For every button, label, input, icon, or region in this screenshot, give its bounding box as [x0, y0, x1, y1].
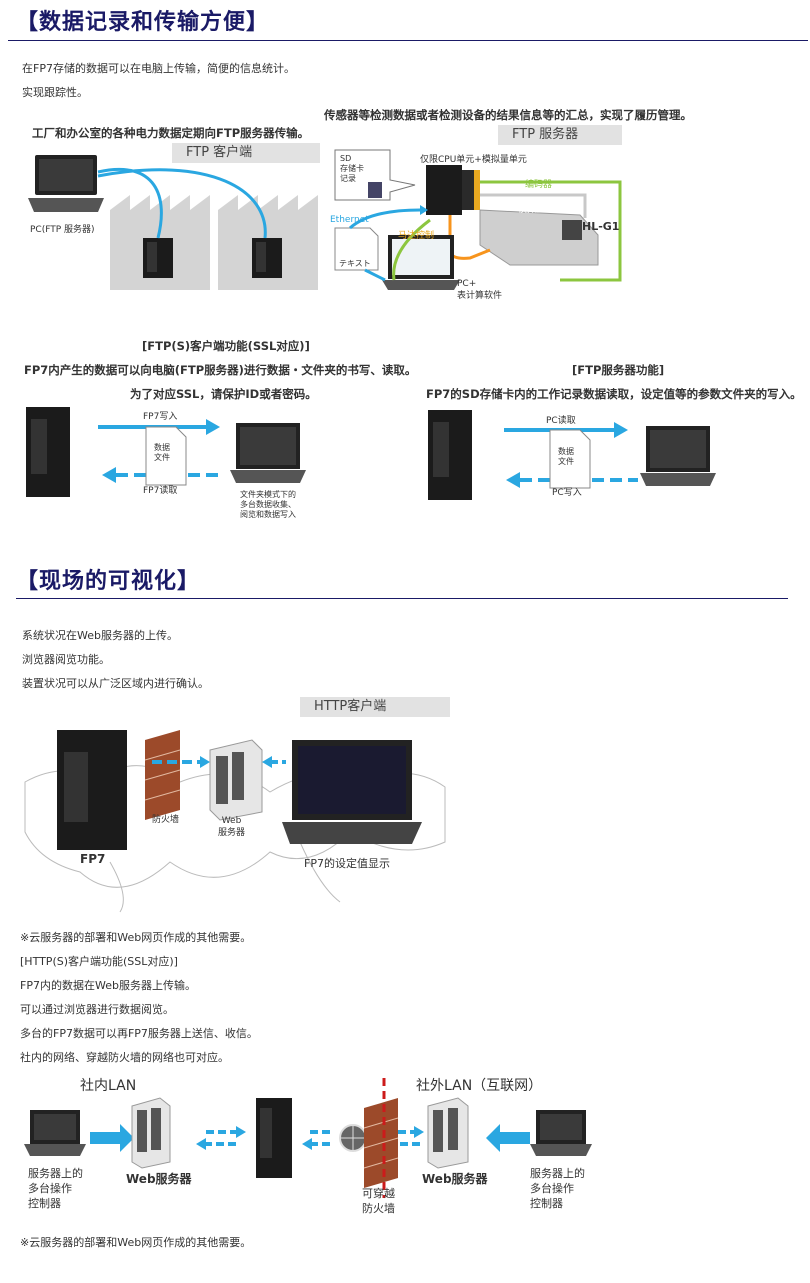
pc-note-line-3: 阅览和数据写入 — [240, 510, 296, 519]
vis-intro-2: 浏览器阅览功能。 — [22, 653, 110, 666]
intro-line-1: 在FP7存储的数据可以在电脑上传输，简便的信息统计。 — [22, 62, 295, 75]
note-4: 可以通过浏览器进行数据阅览。 — [20, 1003, 174, 1016]
server-doc-line-1: 数据 — [558, 447, 574, 456]
ftp-client-line-1: FP7内产生的数据可以向电脑(FTP服务器)进行数据・文件夹的书写、读取。 — [24, 363, 417, 377]
fp7-read-label: FP7读取 — [143, 486, 178, 496]
note-5: 多台的FP7数据可以再FP7服务器上送信、收信。 — [20, 1027, 258, 1040]
vis-intro-3: 装置状况可以从广泛区域内进行确认。 — [22, 677, 209, 690]
pc-ftp-server-label: PC(FTP 服务器) — [30, 225, 95, 235]
firewall-pass-line-1: 可穿越 — [362, 1187, 395, 1200]
ftp-client-bar: FTP 客户端 — [172, 143, 320, 163]
sd-label-1: SD — [340, 154, 352, 163]
motor-control-label: 马达控制 — [398, 231, 435, 241]
note-2: [HTTP(S)客户端功能(SSL对应)] — [20, 955, 178, 968]
text-file-label: テキスト — [339, 259, 371, 268]
left-pc-label: 服务器上的 多台操作 控制器 — [28, 1166, 83, 1211]
left-pc-line-1: 服务器上的 — [28, 1167, 83, 1180]
hlg1-label: HL-G1 — [582, 220, 620, 233]
http-client-bar: HTTP客户端 — [300, 697, 450, 717]
sd-card-label: SD 存储卡 记录 — [340, 154, 364, 184]
client-doc-line-2: 文件 — [154, 453, 170, 462]
sensor-diagram — [334, 149, 622, 290]
note-3: FP7内的数据在Web服务器上传输。 — [20, 979, 196, 992]
server-doc-line-2: 文件 — [558, 457, 574, 466]
ftp-client-heading: [FTP(S)客户端功能(SSL对应)] — [142, 339, 310, 353]
right-caption: 传感器等检测数据或者检测设备的结果信息等的汇总，实现了履历管理。 — [324, 108, 692, 122]
factory-diagram — [28, 155, 318, 290]
client-doc-label: 数据 文件 — [154, 443, 170, 463]
lan-external-label: 社外LAN（互联网） — [416, 1078, 543, 1094]
web-label: Web — [221, 816, 242, 826]
ftp-server-line-1: FP7的SD存储卡内的工作记录数据读取，设定值等的参数文件夹的写入。 — [426, 387, 802, 401]
ftp-server-bar: FTP 服务器 — [498, 125, 622, 145]
footnote: ※云服务器的部署和Web网页作成的其他需要。 — [20, 1236, 252, 1249]
ftp-client-line-2: 为了对应SSL，请保护ID或者密码。 — [130, 387, 317, 401]
server-doc-label: 数据 文件 — [558, 447, 574, 467]
pc-spreadsheet-label: PC+ 表计算软件 — [457, 278, 502, 302]
firewall-label: 防火墙 — [152, 815, 180, 825]
title-underline — [8, 40, 808, 41]
firewall-pass-label: 可穿越 防火墙 — [362, 1186, 395, 1216]
sd-label-2: 存储卡 — [340, 164, 364, 173]
lan-diagram — [24, 1078, 592, 1198]
vis-intro-1: 系统状况在Web服务器的上传。 — [22, 629, 178, 642]
note-1: ※云服务器的部署和Web网页作成的其他需要。 — [20, 931, 252, 944]
intro-line-2: 实现跟踪性。 — [22, 86, 88, 99]
ftp-server-diagram — [428, 410, 716, 500]
web-server-diagram — [24, 730, 446, 913]
lan-internal-label: 社内LAN — [80, 1078, 137, 1094]
title-underline-2 — [16, 598, 788, 599]
left-pc-line-3: 控制器 — [28, 1197, 61, 1210]
ftp-client-diagram — [26, 407, 306, 497]
left-pc-line-2: 多台操作 — [28, 1182, 72, 1195]
pc-note-line-1: 文件夹模式下的 — [240, 490, 296, 499]
right-pc-label: 服务器上的 多台操作 控制器 — [530, 1166, 585, 1211]
cpu-analog-label: 仅限CPU单元+模拟量单元 — [420, 155, 527, 165]
pc-note-line-2: 多台数据收集、 — [240, 500, 296, 509]
section-title-data-logging: 【数据记录和传输方便】 — [16, 10, 270, 35]
left-caption: 工厂和办公室的各种电力数据定期向FTP服务器传输。 — [32, 126, 310, 140]
client-pc-note: 文件夹模式下的 多台数据收集、 阅览和数据写入 — [240, 490, 296, 520]
client-doc-line-1: 数据 — [154, 443, 170, 452]
fp7-setting-display: FP7的设定值显示 — [304, 857, 390, 870]
pc-read-label: PC读取 — [546, 416, 576, 426]
right-pc-line-1: 服务器上的 — [530, 1167, 585, 1180]
pc-write-label: PC写入 — [552, 488, 582, 498]
analog-label: 模拟量 — [518, 205, 546, 215]
firewall-pass-line-2: 防火墙 — [362, 1202, 395, 1215]
web-server-left-label: Web服务器 — [126, 1172, 192, 1186]
pc-plus-label: PC+ — [457, 279, 477, 289]
right-pc-line-2: 多台操作 — [530, 1182, 574, 1195]
web-server-right-label: Web服务器 — [422, 1172, 488, 1186]
section-title-visualization: 【现场的可视化】 — [16, 569, 201, 594]
ftp-server-heading: [FTP服务器功能] — [572, 363, 665, 377]
encoder-label: 编码器 — [525, 180, 553, 190]
server-label: 服务器 — [218, 828, 246, 838]
spreadsheet-label: 表计算软件 — [457, 291, 503, 301]
right-pc-line-3: 控制器 — [530, 1197, 563, 1210]
fp7-write-label: FP7写入 — [143, 412, 178, 422]
note-6: 社内的网络、穿越防火墙的网络也可对应。 — [20, 1051, 229, 1064]
fp7-label: FP7 — [80, 852, 106, 866]
web-server-label: Web 服务器 — [218, 815, 245, 839]
ethernet-label: Ethernet — [330, 215, 369, 225]
sd-label-3: 记录 — [340, 174, 356, 183]
